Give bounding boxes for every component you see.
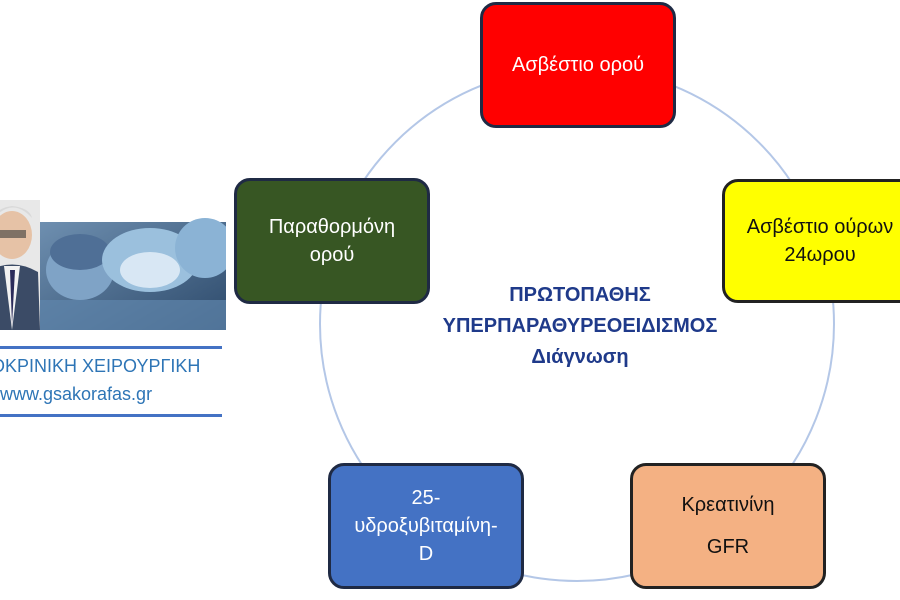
node-label: Κρεατινίνη [681, 494, 775, 516]
diagram-title: ΠΡΩΤΟΠΑΘΗΣ ΥΠΕΡΠΑΡΑΘΥΡΕΟΕΙΔΙΣΜΟΣ Διάγνωσ… [400, 280, 760, 373]
title-line: ΥΠΕΡΠΑΡΑΘΥΡΕΟΕΙΔΙΣΜΟΣ [442, 315, 718, 337]
node-label: υδροξυβιταμίνη- [354, 515, 498, 537]
brand-text: ΟΚΡΙΝΙΚΗ ΧΕΙΡΟΥΡΓΙΚΗ www.gsakorafas.gr [0, 352, 200, 408]
brand-specialty: ΟΚΡΙΝΙΚΗ ΧΕΙΡΟΥΡΓΙΚΗ [0, 356, 201, 376]
brand-website: www.gsakorafas.gr [0, 384, 153, 404]
node-label: ορού [309, 244, 355, 266]
node-label: 25- [411, 487, 441, 509]
title-line: Διάγνωση [531, 346, 629, 368]
node-label: Παραθορμόνη [268, 216, 396, 238]
node-creatinine-gfr: Κρεατινίνη GFR [630, 463, 826, 589]
node-urine-calcium-24h: Ασβέστιο ούρων 24ωρου [722, 179, 900, 303]
brand-divider-bottom [0, 414, 222, 417]
node-label: GFR [706, 536, 750, 558]
node-label: 24ωρου [784, 244, 856, 266]
title-line: ΠΡΩΤΟΠΑΘΗΣ [509, 284, 651, 306]
node-serum-calcium: Ασβέστιο ορού [480, 2, 676, 128]
header-photo [0, 200, 226, 330]
node-serum-pth: Παραθορμόνη ορού [234, 178, 430, 304]
node-25-hydroxyvitamin-d: 25- υδροξυβιταμίνη- D [328, 463, 524, 589]
node-label: Ασβέστιο ορού [511, 54, 645, 76]
node-label: D [418, 543, 434, 565]
brand-divider-top [0, 346, 222, 349]
node-label: Ασβέστιο ούρων [746, 216, 894, 238]
surgeons-photo [0, 200, 226, 330]
